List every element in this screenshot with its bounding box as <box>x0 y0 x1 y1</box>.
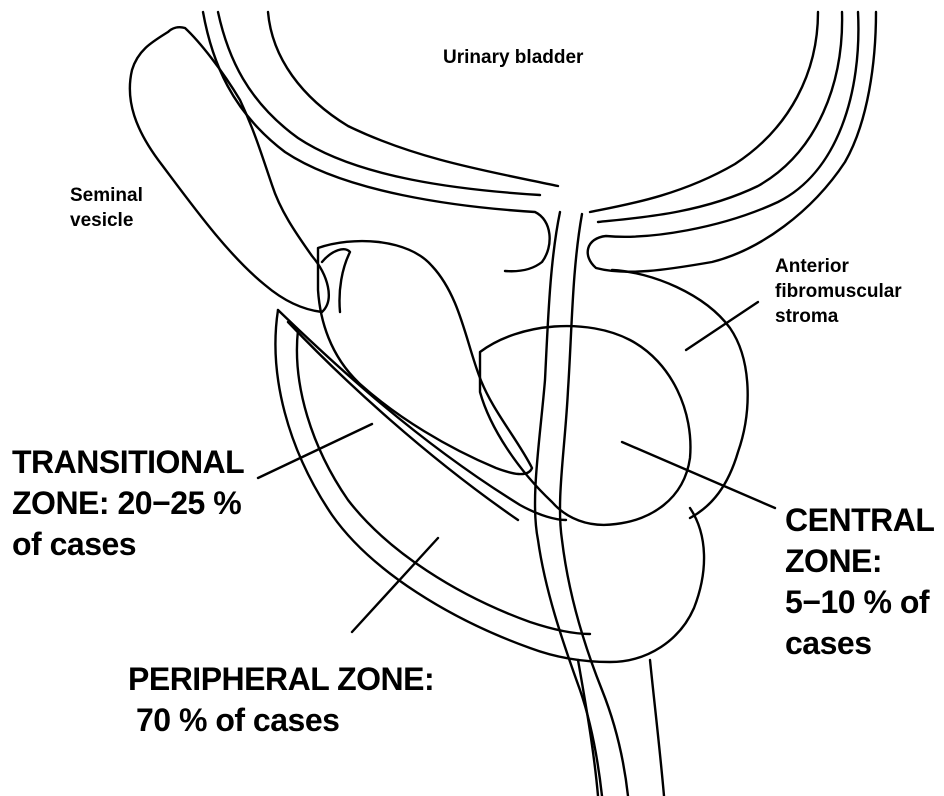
bladder-wall-right-outer <box>588 12 876 272</box>
label-peripheral-zone: PERIPHERAL ZONE: 70 % of cases <box>128 659 434 741</box>
label-anterior-stroma-line-2: fibromuscular <box>775 279 902 304</box>
seminal-vesicle-outline <box>130 27 329 312</box>
label-transitional-zone-line-3: of cases <box>12 524 244 565</box>
label-peripheral-zone-line-2: 70 % of cases <box>128 700 434 741</box>
label-anterior-stroma-line-1: Anterior <box>775 254 902 279</box>
label-anterior-stroma: Anterior fibromuscular stroma <box>775 254 902 329</box>
label-urinary-bladder: Urinary bladder <box>443 45 583 70</box>
urethra-outer-right <box>650 660 664 796</box>
label-seminal-vesicle-line-1: Seminal <box>70 183 143 208</box>
label-central-zone-line-4: cases <box>785 623 934 664</box>
bladder-wall-left-inner <box>268 12 558 186</box>
label-transitional-zone: TRANSITIONAL ZONE: 20−25 % of cases <box>12 442 244 565</box>
label-peripheral-zone-line-1: PERIPHERAL ZONE: <box>128 659 434 700</box>
bladder-wall-right-middle <box>598 12 842 222</box>
label-central-zone-line-3: 5−10 % of <box>785 582 934 623</box>
urethra-right-wall <box>560 214 628 796</box>
label-seminal-vesicle-line-2: vesicle <box>70 208 143 233</box>
label-central-zone: CENTRAL ZONE: 5−10 % of cases <box>785 500 934 664</box>
label-transitional-zone-line-2: ZONE: 20−25 % <box>12 483 244 524</box>
label-seminal-vesicle: Seminal vesicle <box>70 183 143 233</box>
leader-line-transitional <box>258 424 372 478</box>
label-transitional-zone-line-1: TRANSITIONAL <box>12 442 244 483</box>
leader-line-central <box>622 442 775 508</box>
ejaculatory-duct <box>278 310 566 520</box>
label-central-zone-line-1: CENTRAL <box>785 500 934 541</box>
label-anterior-stroma-line-3: stroma <box>775 304 902 329</box>
leader-line-stroma <box>686 302 758 350</box>
urethra-outer-left <box>578 660 598 796</box>
bladder-wall-right-inner <box>590 12 818 212</box>
central-zone-outline <box>480 326 690 525</box>
urethra-left-wall <box>535 212 602 796</box>
label-central-zone-line-2: ZONE: <box>785 541 934 582</box>
